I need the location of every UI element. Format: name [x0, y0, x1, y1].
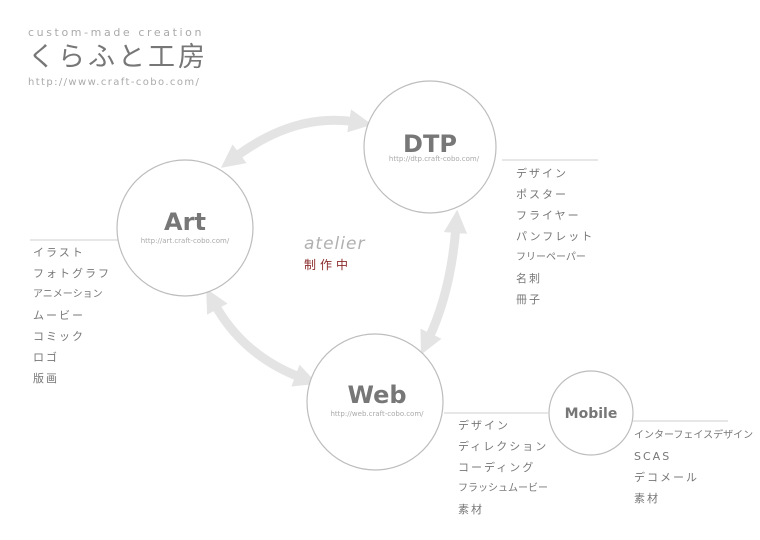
- list-item[interactable]: デザイン: [458, 419, 510, 432]
- list-item[interactable]: パンフレット: [516, 230, 595, 243]
- list-item[interactable]: 素材: [634, 492, 660, 505]
- mobile-title: Mobile: [565, 406, 618, 422]
- art-url[interactable]: http://art.craft-cobo.com/: [141, 237, 230, 245]
- list-item[interactable]: 名刺: [516, 272, 542, 285]
- dtp-node[interactable]: DTP http://dtp.craft-cobo.com/: [363, 80, 497, 214]
- list-item[interactable]: フォトグラフ: [33, 267, 111, 280]
- art-node[interactable]: Art http://art.craft-cobo.com/: [116, 159, 254, 297]
- list-item[interactable]: インターフェイスデザイン: [634, 430, 754, 441]
- dtp-service-list: デザイン ポスター フライヤー パンフレット フリーペーパー 名刺 冊子: [516, 163, 594, 310]
- list-item[interactable]: ディレクション: [458, 440, 549, 453]
- list-item[interactable]: デザイン: [516, 167, 568, 180]
- list-item[interactable]: SCAS: [634, 450, 672, 463]
- dtp-url[interactable]: http://dtp.craft-cobo.com/: [389, 155, 480, 163]
- site-url[interactable]: http://www.craft-cobo.com/: [28, 77, 201, 88]
- list-item[interactable]: ロゴ: [33, 351, 59, 364]
- arrow-dtp-web: [420, 209, 468, 355]
- atelier-status: 制作中: [304, 258, 353, 272]
- mobile-service-list: インターフェイスデザイン SCAS デコメール 素材: [634, 425, 753, 509]
- list-item[interactable]: 版画: [33, 372, 59, 385]
- list-item[interactable]: コミック: [33, 330, 85, 343]
- web-title: Web: [347, 381, 406, 409]
- web-url[interactable]: http://web.craft-cobo.com/: [330, 410, 424, 418]
- dtp-circle: [363, 80, 497, 214]
- site-header: custom-made creation くらふと工房 http://www.c…: [28, 26, 208, 88]
- web-service-list: デザイン ディレクション コーディング フラッシュムービー 素材: [458, 415, 548, 520]
- list-item[interactable]: アニメーション: [33, 289, 103, 300]
- list-item[interactable]: 冊子: [516, 293, 542, 306]
- web-node[interactable]: Web http://web.craft-cobo.com/: [306, 333, 444, 471]
- art-circle: [116, 159, 254, 297]
- list-item[interactable]: ムービー: [33, 309, 85, 322]
- list-item[interactable]: 素材: [458, 503, 484, 516]
- art-title: Art: [164, 208, 206, 236]
- list-item[interactable]: コーディング: [458, 461, 536, 474]
- atelier-word: atelier: [304, 234, 366, 254]
- mobile-circle: [548, 370, 634, 456]
- list-item[interactable]: ポスター: [516, 188, 568, 201]
- list-item[interactable]: フラッシュムービー: [458, 483, 548, 494]
- web-circle: [306, 333, 444, 471]
- site-title[interactable]: くらふと工房: [28, 42, 208, 73]
- list-item[interactable]: フライヤー: [516, 209, 581, 222]
- site-tagline: custom-made creation: [28, 26, 205, 39]
- list-item[interactable]: フリーペーパー: [516, 252, 586, 263]
- dtp-title: DTP: [403, 130, 457, 158]
- art-service-list: イラスト フォトグラフ アニメーション ムービー コミック ロゴ 版画: [33, 242, 111, 389]
- list-item[interactable]: デコメール: [634, 471, 699, 484]
- mobile-node[interactable]: Mobile: [548, 370, 634, 456]
- atelier-label: atelier 制作中: [304, 234, 365, 273]
- list-item[interactable]: イラスト: [33, 246, 85, 259]
- arrow-art-dtp: [220, 109, 373, 168]
- arrow-art-web: [206, 288, 318, 387]
